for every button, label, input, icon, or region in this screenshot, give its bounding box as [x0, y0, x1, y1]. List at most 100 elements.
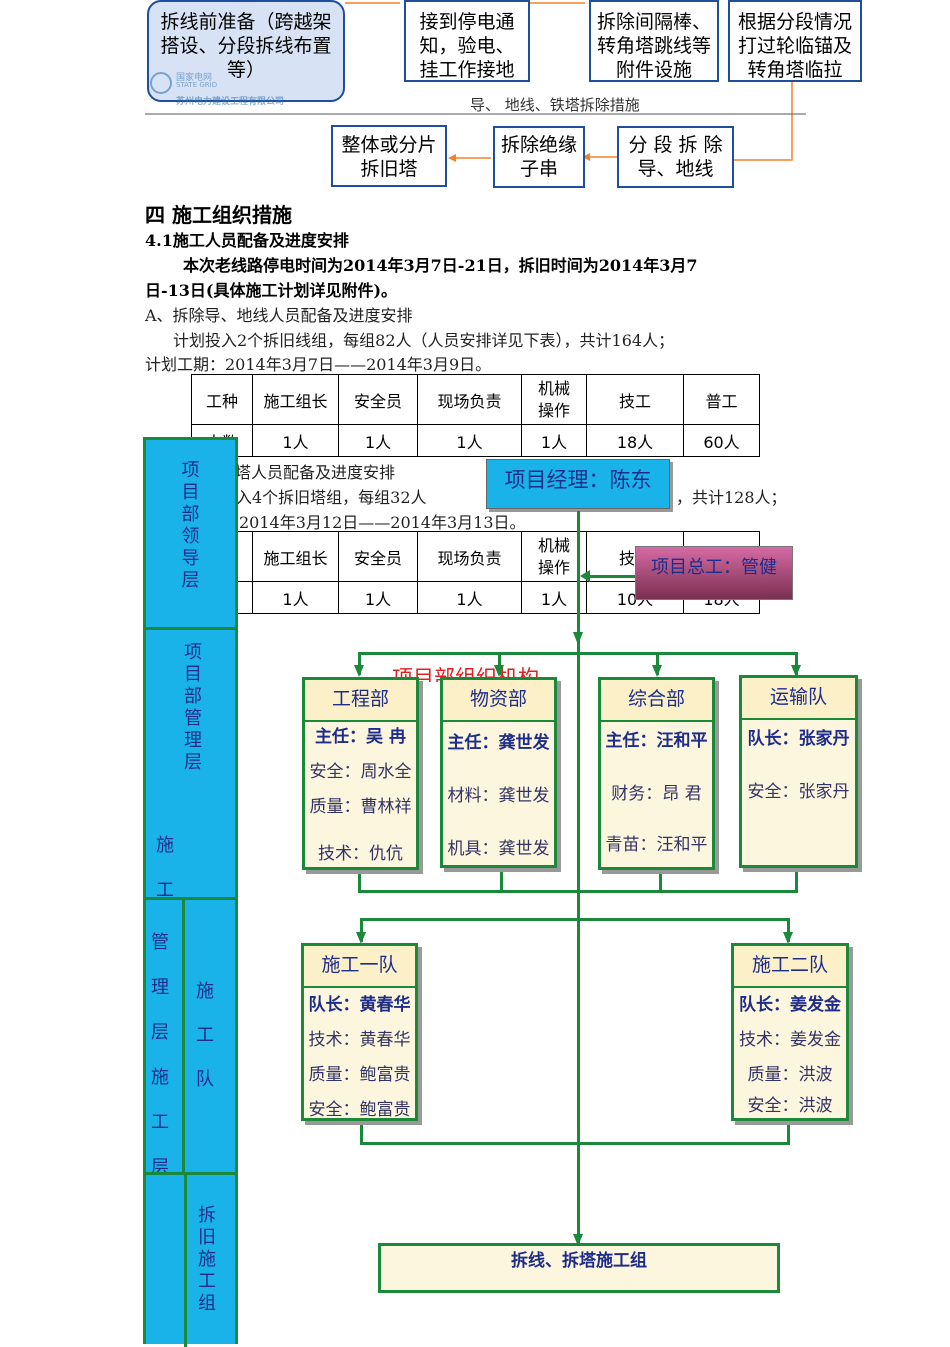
connector-dept-2: [498, 652, 501, 675]
team-two-line: 质量：洪波: [747, 1065, 833, 1085]
team-one-line: 技术：黄春华: [308, 1030, 411, 1050]
table-cell: 普工: [683, 374, 760, 425]
logo-company: 苏州电力建设工程有限公司: [176, 97, 285, 107]
flow-step-notice-text: 接到停电通知，验电、挂工作接地: [419, 11, 515, 81]
project-manager-label: 项目经理：陈东: [504, 468, 652, 492]
connector-dept-bottom-1: [358, 870, 361, 892]
team-one-lead: 队长：黄春华: [308, 995, 411, 1015]
dept-general-line: 财务：昂 君: [611, 784, 702, 804]
tier-demolish-label: 拆旧施工组: [198, 1205, 216, 1314]
connector-team-1: [360, 918, 363, 942]
connector-dept-bottom-3: [659, 870, 662, 892]
connector-main-vertical: [577, 511, 580, 1246]
tier-team: 施工队: [182, 897, 238, 1175]
table-cell: 施工组长: [252, 374, 339, 425]
tier-demolish-left: [184, 1175, 187, 1347]
dept-engineering-title: 工程部: [305, 680, 416, 722]
table-cell: 工种: [191, 374, 253, 425]
project-manager-box: 项目经理：陈东: [486, 459, 670, 509]
dept-engineering-lead: 主任：吴 冉: [315, 727, 406, 747]
team-two-line: 技术：姜发金: [739, 1030, 841, 1050]
connector-dept-1: [358, 652, 361, 675]
tier-leader: 项目部领导层: [143, 437, 238, 630]
table-cell: 1人: [252, 581, 339, 614]
connector-dept-3: [656, 652, 659, 675]
table-cell: 1人: [338, 424, 418, 457]
dept-engineering-line: 技术：仇伉: [318, 844, 403, 864]
tier-team-label: 施工队: [196, 981, 214, 1090]
table-cell: 1人: [417, 424, 522, 457]
table-row: 人数 1人 1人 1人 1人 18人 60人: [191, 424, 760, 457]
arrowhead-dept-2: [494, 665, 504, 677]
tier-manage-label: 项目部管理层: [184, 642, 202, 773]
dept-engineering: 工程部 主任：吴 冉 安全：周水全 质量：曹林祥 技术：仇伉: [302, 677, 419, 870]
arrowhead-main: [573, 632, 583, 645]
connector-team-bottom-2: [787, 1120, 790, 1144]
table-cell: 安全员: [338, 531, 418, 582]
dept-materials-lead: 主任：龚世发: [447, 733, 550, 753]
team-one-title: 施工一队: [304, 946, 415, 988]
flow-step-remove-spacers: 拆除间隔棒、转角塔跳线等附件设施: [589, 0, 719, 82]
partB-title: 塔人员配备及进度安排: [235, 463, 396, 482]
dept-transport-lead: 队长：张家丹: [747, 729, 850, 749]
table-cell: 机械 操作: [521, 531, 587, 582]
team-one-line: 质量：鲍富贵: [308, 1065, 411, 1085]
tier-gong-label: 工: [156, 880, 174, 901]
table-cell: 1人: [521, 424, 587, 457]
team-one-line: 安全：鲍富贵: [308, 1100, 411, 1120]
connector-team-bar: [360, 918, 790, 921]
connector-dept-bottom-2: [500, 868, 503, 892]
logo-cn: 国家电网: [176, 73, 213, 83]
connector-dept-bottom-4: [795, 868, 798, 892]
chief-engineer-box: 项目总工：管健: [635, 546, 793, 600]
tier-demolish: 拆旧施工组: [143, 1172, 238, 1347]
logo: 国家电网 STATE GRID 苏州电力建设工程有限公司: [150, 70, 300, 107]
para1-line1: 本次老线路停电时间为2014年3月7日-21日，拆旧时间为2014年3月7: [183, 256, 698, 275]
flow-arrowhead-5: [448, 154, 456, 162]
table-cell: 施工组长: [252, 531, 339, 582]
partA-title: A、拆除导、地线人员配备及进度安排: [145, 306, 413, 325]
table-cell: 技工: [586, 374, 684, 425]
flow-arrow-3: [734, 82, 793, 161]
staff-table-1: 工种 施工组长 安全员 现场负责 机械 操作 技工 普工 人数 1人 1人 1人…: [191, 374, 760, 457]
partA-line2: 计划工期：2014年3月7日——2014年3月9日。: [145, 355, 492, 374]
table-cell: 安全员: [338, 374, 418, 425]
flow-arrows: [145, 2, 806, 164]
flow-step-remove-lines-text: 分 段 拆 除导、地线: [628, 134, 723, 180]
table-cell: 60人: [683, 424, 760, 457]
connector-team-bottom-1: [360, 1120, 363, 1144]
connector-chief: [587, 575, 635, 578]
demolition-group-box: 拆线、拆塔施工组: [378, 1243, 780, 1293]
table-cell: 1人: [338, 581, 418, 614]
dept-materials-title: 物资部: [443, 680, 554, 722]
table-row: 工种 施工组长 安全员 现场负责 机械 操作 技工 普工: [191, 374, 760, 425]
tier-leader-label: 项目部领导层: [181, 460, 200, 591]
dept-general: 综合部 主任：汪和平 财务：昂 君 青苗：汪和平: [598, 677, 715, 870]
tier-shi-label: 施: [156, 835, 174, 856]
table-cell: 1人: [252, 424, 339, 457]
arrowhead-chief: [580, 570, 590, 582]
section-heading: 四 施工组织措施: [145, 203, 292, 227]
partA-line1: 计划投入2个拆旧线组，每组82人（人员安排详见下表），共计164人；: [173, 331, 675, 350]
table-cell: 现场负责: [417, 531, 522, 582]
flow-step-prepare: 拆线前准备（跨越架搭设、分段拆线布置等）: [147, 0, 345, 102]
flow-step-anchor-text: 根据分段情况打过轮临锚及转角塔临拉: [737, 11, 852, 81]
dept-materials-line: 材料：龚世发: [447, 786, 550, 806]
arrowhead-team-2: [783, 932, 793, 944]
team-two-title: 施工二队: [734, 946, 846, 988]
dept-transport: 运输队 队长：张家丹 安全：张家丹: [739, 675, 858, 868]
flow-step-insulators: 拆除绝缘子串: [493, 126, 585, 188]
dept-materials: 物资部 主任：龚世发 材料：龚世发 机具：龚世发: [440, 677, 557, 868]
dept-transport-line: 安全：张家丹: [747, 782, 850, 802]
arrowhead-team-1: [356, 932, 366, 944]
flow-caption: 导、 地线、铁塔拆除措施: [470, 96, 640, 114]
connector-team-2: [787, 918, 790, 942]
flow-step-remove-spacers-text: 拆除间隔棒、转角塔跳线等附件设施: [596, 11, 711, 81]
table-cell: 现场负责: [417, 374, 522, 425]
flow-step-tower-text: 整体或分片拆旧塔: [341, 134, 437, 180]
flow-step-insulators-text: 拆除绝缘子串: [501, 134, 578, 180]
chief-engineer-label: 项目总工：管健: [651, 557, 777, 578]
tier-mgmt-construction: 管理层施工层: [143, 897, 185, 1178]
team-two-lead: 队长：姜发金: [739, 995, 841, 1015]
